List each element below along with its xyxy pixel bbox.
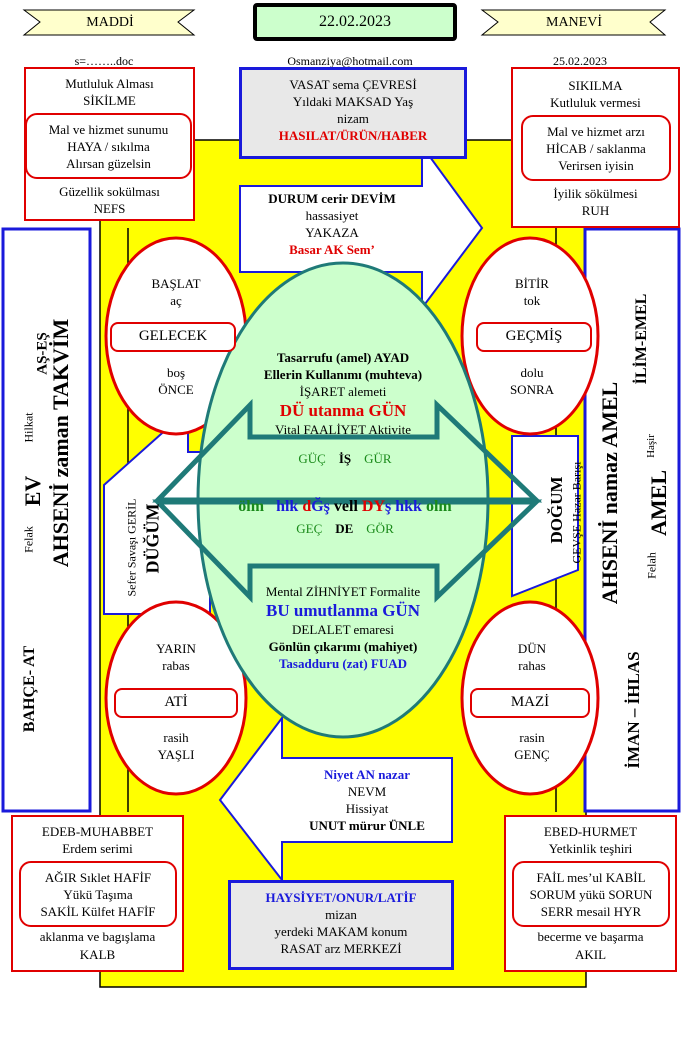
right-hasir: Haşir (645, 434, 657, 458)
arrow-bottom-left (218, 715, 453, 883)
center-mid-row2: ölm hlk dĞş vell DYş hkk olm (238, 498, 452, 515)
arrow-top-right (239, 142, 484, 311)
left-ev: EV (20, 475, 45, 507)
arrow-right-text-1: DOĞUM (547, 476, 566, 544)
box-bottom-left: EDEB-MUHABBET Erdem serimi AĞIR Sıklet H… (11, 815, 184, 972)
left-felak: Felak (21, 526, 36, 553)
arrow-left-text-1: Sefer Savaşı GERİL (124, 498, 139, 597)
box-bottom-center: HAYSİYET/ONUR/LATİF mizan yerdeki MAKAM … (228, 880, 454, 970)
label-gecmis: GEÇMİŞ (476, 322, 592, 352)
ribbon-maddi (22, 9, 196, 36)
left-column-frame (1, 227, 92, 813)
box-top-right: SIKILMA Kutluluk vermesi Mal ve hizmet a… (511, 67, 680, 228)
right-subtitle: 25.02.2023 (553, 54, 607, 68)
left-bahce-at: BAHÇE- AT (21, 645, 38, 733)
left-subtitle: s=……..doc (74, 54, 134, 68)
box-bottom-right: EBED-HURMET Yetkinlik teşhiri FAİL mes’u… (504, 815, 677, 972)
left-hilkat: Hilkat (21, 412, 36, 443)
center-top-text: Tasarrufu (amel) AYAD Ellerin Kullanımı … (263, 350, 423, 437)
date-box: 22.02.2023 (253, 3, 457, 41)
ribbon-maddi-label: MADDİ (86, 15, 134, 30)
right-ahseni-namaz: AHSENİ namaz AMEL (597, 381, 622, 605)
right-column-frame (583, 227, 681, 813)
arrow-left-text-2: DÜĞÜM (142, 503, 163, 574)
double-arrow-bottom (152, 499, 543, 604)
label-gelecek: GELECEK (110, 322, 236, 352)
right-amel: AMEL (646, 470, 671, 536)
right-iman-ihlas: İMAN – İHLAS (624, 651, 643, 769)
box-top-center: VASAT sema ÇEVRESİ Yıldaki MAKSAD Yaş ni… (239, 67, 467, 159)
right-ilim-emel: İLİM-EMEL (633, 293, 650, 385)
arrow-right-text-2: GEVŞE Hazar Barışı (569, 461, 584, 564)
ribbon-manevi-label: MANEVİ (546, 15, 602, 30)
box-top-left: Mutluluk Alması SİKİLME Mal ve hizmet su… (24, 67, 195, 221)
center-bottom-text: Mental ZİHNİYET Formalite BU umutlanma G… (265, 584, 421, 671)
ribbon-manevi (480, 9, 667, 36)
email-text: Osmanziya@hotmail.com (287, 54, 413, 68)
left-ahseni-takvim: AHSENİ zaman TAKVİM (48, 318, 73, 568)
center-mid-row3: GEÇ DE GÖR (296, 521, 394, 536)
label-ati: ATİ (114, 688, 238, 718)
right-felah: Felah (644, 552, 659, 579)
center-mid-row1: GÜÇ İŞ GÜR (298, 451, 392, 466)
label-mazi: MAZİ (470, 688, 590, 718)
arrow-right-down (511, 435, 579, 598)
arrow-bottom-text: Niyet AN nazar NEVM Hissiyat UNUT mürur … (309, 767, 425, 833)
arrow-top-text: DURUM cerir DEVİM hassasiyet YAKAZA Basa… (268, 191, 396, 257)
